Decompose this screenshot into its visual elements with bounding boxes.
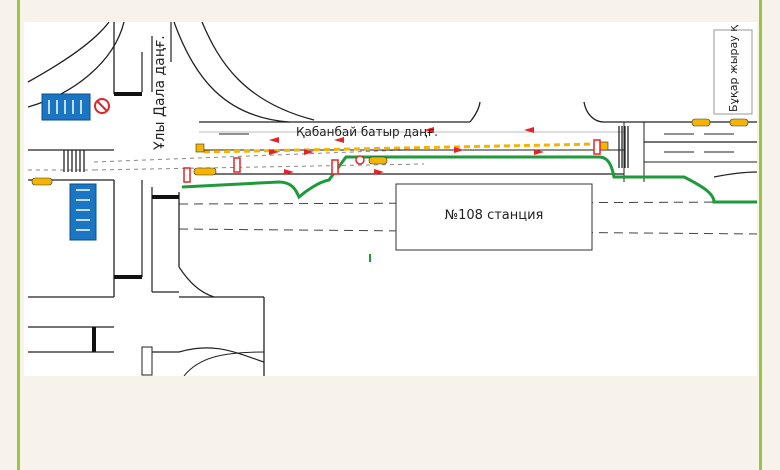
road-curve (27, 21, 110, 83)
street-bukhar: Бұқар жырау қ (727, 25, 740, 112)
lane-sign-blue (41, 93, 91, 121)
station-label: №108 станция (445, 208, 544, 223)
station-box (395, 183, 593, 251)
road-curve (201, 21, 315, 121)
yellow-markers (31, 118, 749, 186)
right-border (759, 0, 762, 470)
map-panel: №108 станция (24, 21, 758, 377)
route-line (181, 155, 757, 204)
street-uly-dala: Ұлы Дала даңғ. (152, 35, 168, 151)
crosswalk (63, 126, 629, 172)
street-kabanbay: Қабанбай батыр даңғ. (296, 125, 438, 139)
traffic-signs (183, 139, 601, 183)
lane-arrows (219, 133, 734, 153)
red-arrows (269, 127, 544, 175)
road-scheme: №108 станция (27, 21, 758, 377)
left-border (17, 0, 20, 470)
bukhar-label-box (713, 29, 753, 115)
road-curve (173, 21, 290, 123)
lane-sign-blue-2 (69, 183, 97, 241)
